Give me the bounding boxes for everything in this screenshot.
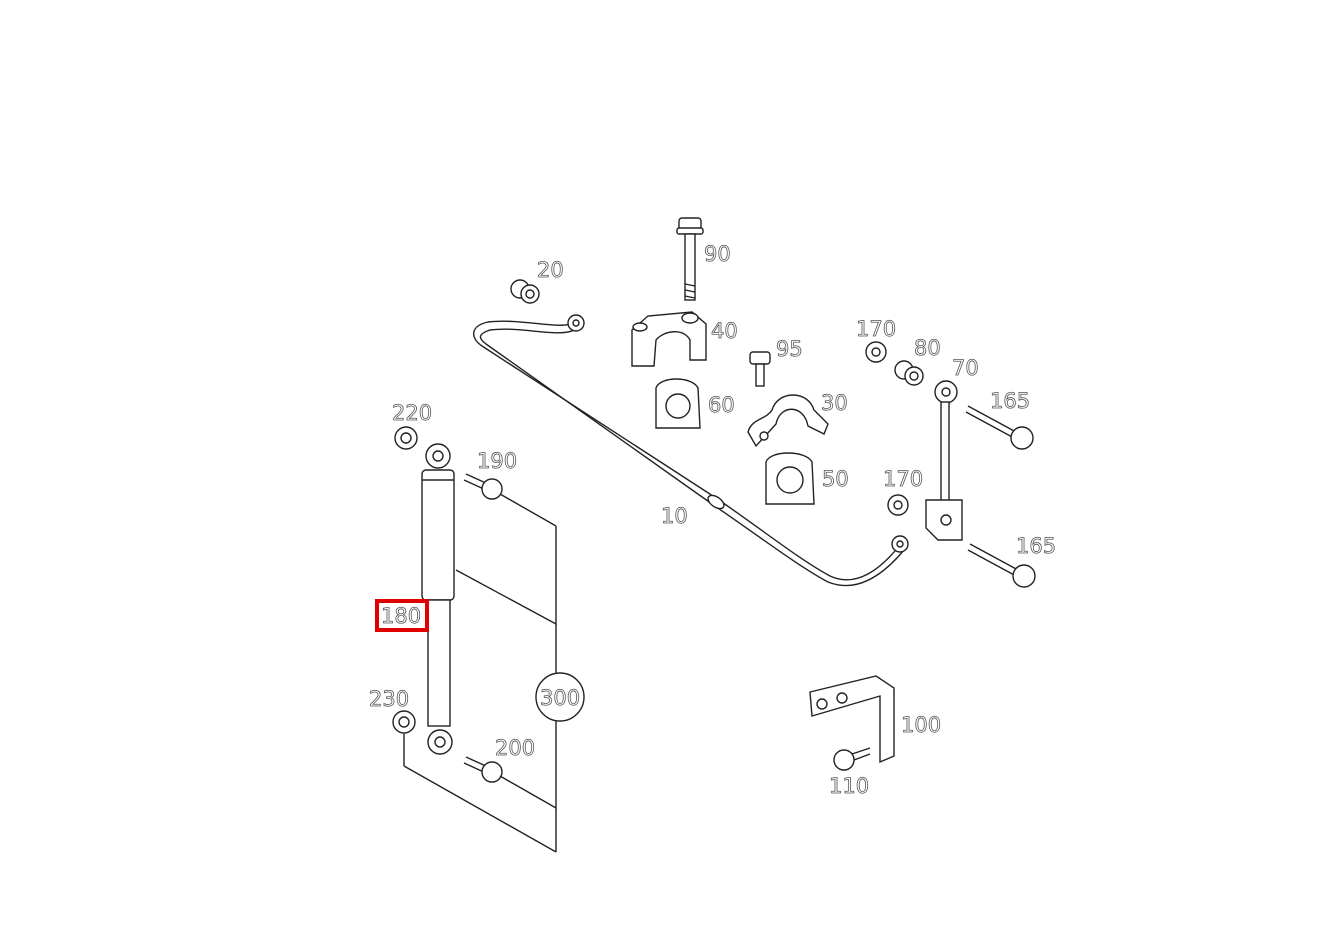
callout-170-bottom[interactable]: 170 xyxy=(883,467,924,492)
callout-100[interactable]: 100 xyxy=(901,713,942,738)
callout-30[interactable]: 30 xyxy=(821,391,849,416)
clamp-30[interactable] xyxy=(747,394,829,448)
callout-230[interactable]: 230 xyxy=(369,687,410,712)
washer-170-bottom[interactable] xyxy=(887,494,909,516)
bracket-40[interactable] xyxy=(631,311,707,367)
washer-230[interactable] xyxy=(392,710,416,734)
callout-170-top[interactable]: 170 xyxy=(856,317,897,342)
bolt-165-upper[interactable] xyxy=(965,405,1034,450)
bolt-165-lower[interactable] xyxy=(967,543,1036,588)
rubber-bearing-60[interactable] xyxy=(655,378,701,429)
stabilizer-bar[interactable] xyxy=(473,314,909,587)
callout-10[interactable]: 10 xyxy=(661,504,689,529)
link-rod-70[interactable] xyxy=(925,380,963,541)
callout-165-lower[interactable]: 165 xyxy=(1016,534,1057,559)
kit-300-leader-lines xyxy=(403,493,557,853)
selected-callout-highlight xyxy=(375,599,429,632)
callout-165-upper[interactable]: 165 xyxy=(990,389,1031,414)
callout-80[interactable]: 80 xyxy=(914,336,942,361)
callout-20[interactable]: 20 xyxy=(537,258,565,283)
washer-80[interactable] xyxy=(894,360,924,386)
callout-95[interactable]: 95 xyxy=(776,337,804,362)
washer-20[interactable] xyxy=(510,279,540,304)
callout-50[interactable]: 50 xyxy=(822,467,850,492)
callout-60[interactable]: 60 xyxy=(708,393,736,418)
callout-300[interactable]: 300 xyxy=(540,686,581,711)
bolt-90[interactable] xyxy=(676,217,704,301)
callout-70[interactable]: 70 xyxy=(952,356,980,381)
bolt-110[interactable] xyxy=(833,747,871,771)
callout-110[interactable]: 110 xyxy=(829,774,870,799)
washer-220[interactable] xyxy=(394,426,418,450)
kit-300-circle xyxy=(535,672,585,722)
bracket-100[interactable] xyxy=(809,675,895,764)
bolt-200[interactable] xyxy=(463,756,503,783)
callout-200[interactable]: 200 xyxy=(495,736,536,761)
washer-170-top[interactable] xyxy=(865,341,887,363)
shock-absorber-180[interactable] xyxy=(421,443,455,755)
rubber-bearing-50[interactable] xyxy=(765,452,815,505)
bolt-95[interactable] xyxy=(749,351,771,387)
bolt-190[interactable] xyxy=(463,473,503,500)
callout-90[interactable]: 90 xyxy=(704,242,732,267)
callout-40[interactable]: 40 xyxy=(711,319,739,344)
callout-220[interactable]: 220 xyxy=(392,401,433,426)
callout-180[interactable]: 180 xyxy=(381,604,422,629)
callout-190[interactable]: 190 xyxy=(477,449,518,474)
